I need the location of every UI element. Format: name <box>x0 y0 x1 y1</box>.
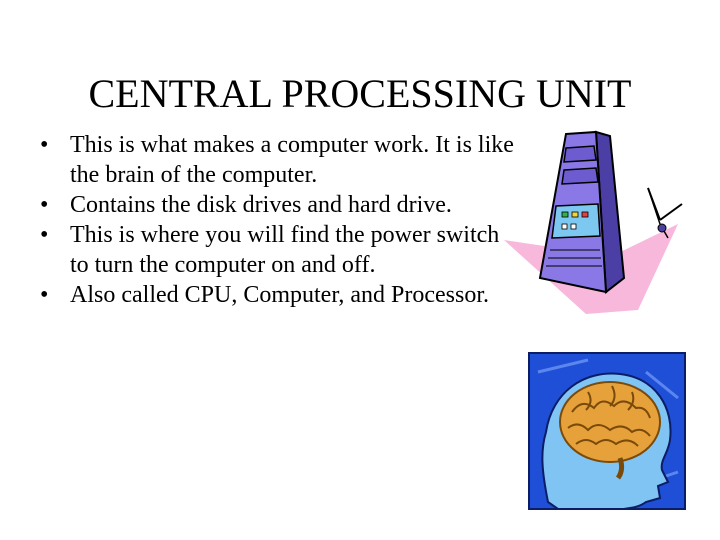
head-brain-icon <box>528 352 686 510</box>
bullet-text: This is where you will find the power sw… <box>70 222 500 278</box>
computer-tower-icon <box>504 130 683 314</box>
slide-title: CENTRAL PROCESSING UNIT <box>88 71 632 116</box>
bullet-text: This is what makes a computer work. It i… <box>70 132 514 188</box>
bullet-marker: • <box>40 222 49 248</box>
bullet-marker: • <box>40 192 49 218</box>
bullet-item: • Contains the disk drives and hard driv… <box>40 190 520 220</box>
bullet-item: • Also called CPU, Computer, and Process… <box>40 280 520 310</box>
bullet-marker: • <box>40 132 49 158</box>
bullet-list: • This is what makes a computer work. It… <box>40 130 520 310</box>
bullet-text: Also called CPU, Computer, and Processor… <box>70 282 489 308</box>
bullet-text: Contains the disk drives and hard drive. <box>70 192 452 218</box>
bullet-item: • This is what makes a computer work. It… <box>40 130 520 190</box>
bullet-marker: • <box>40 282 49 308</box>
bullet-item: • This is where you will find the power … <box>40 220 520 280</box>
